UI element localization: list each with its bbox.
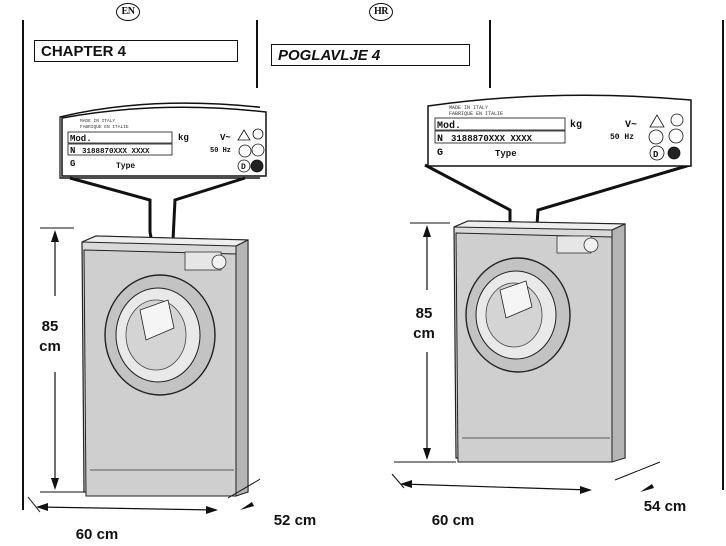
plate-serial: 3188870XXX XXXX bbox=[82, 148, 150, 156]
width-label-right: 60 cm bbox=[431, 512, 475, 529]
plate-volt-right: V~ bbox=[625, 120, 637, 131]
height-unit-right: cm bbox=[413, 325, 435, 342]
height-value-right: 85 bbox=[415, 305, 433, 322]
language-badge-hr: HR bbox=[369, 3, 393, 21]
plate-type-right: Type bbox=[495, 149, 517, 159]
plate-made-in-right: MADE IN ITALY bbox=[449, 105, 488, 111]
plate-fabrique: FABRIQUE EN ITALIE bbox=[80, 124, 129, 130]
plate-mod-right: Mod. bbox=[437, 120, 461, 132]
plate-type: Type bbox=[116, 162, 135, 171]
washer-body-left bbox=[81, 235, 249, 497]
left-margin-line bbox=[22, 20, 24, 510]
plate-kg-right: kg bbox=[570, 119, 582, 131]
plate-freq-right: 50 Hz bbox=[610, 133, 634, 142]
washer-illustration-right bbox=[391, 163, 691, 494]
plate-fabrique-right: FABRIQUE EN ITALIE bbox=[449, 111, 503, 117]
plate-kg: kg bbox=[178, 133, 189, 143]
height-value-left: 85 bbox=[41, 318, 59, 335]
plate-mod: Mod. bbox=[70, 134, 92, 144]
plate-d-mark: D bbox=[241, 163, 246, 172]
language-badge-en: EN bbox=[116, 3, 140, 21]
washer-body-right bbox=[453, 220, 626, 463]
plate-n: N bbox=[70, 146, 75, 156]
plate-volt: V~ bbox=[220, 133, 231, 143]
right-margin-line bbox=[722, 20, 724, 490]
plate-made-in: MADE IN ITALY bbox=[80, 118, 115, 124]
right-divider-line bbox=[489, 20, 491, 88]
center-divider-line bbox=[256, 20, 258, 88]
plate-n-right: N bbox=[437, 134, 443, 145]
chapter-title-hr: POGLAVLJE 4 bbox=[271, 44, 470, 66]
depth-label-left: 52 cm bbox=[273, 512, 317, 529]
chapter-title-en: CHAPTER 4 bbox=[34, 40, 238, 62]
plate-g: G bbox=[70, 159, 75, 169]
plate-text-left: MADE IN ITALY FABRIQUE EN ITALIE Mod. kg… bbox=[61, 106, 267, 177]
width-label-left: 60 cm bbox=[75, 526, 119, 543]
washer-illustration-left bbox=[27, 102, 260, 514]
plate-d-mark-right: D bbox=[653, 150, 659, 160]
plate-serial-right: 3188870XXX XXXX bbox=[451, 134, 533, 144]
depth-label-right: 54 cm bbox=[643, 498, 687, 515]
height-unit-left: cm bbox=[39, 338, 61, 355]
plate-freq: 50 Hz bbox=[210, 147, 231, 155]
plate-g-right: G bbox=[437, 148, 443, 159]
plate-text-right: MADE IN ITALY FABRIQUE EN ITALIE Mod. kg… bbox=[427, 94, 692, 167]
